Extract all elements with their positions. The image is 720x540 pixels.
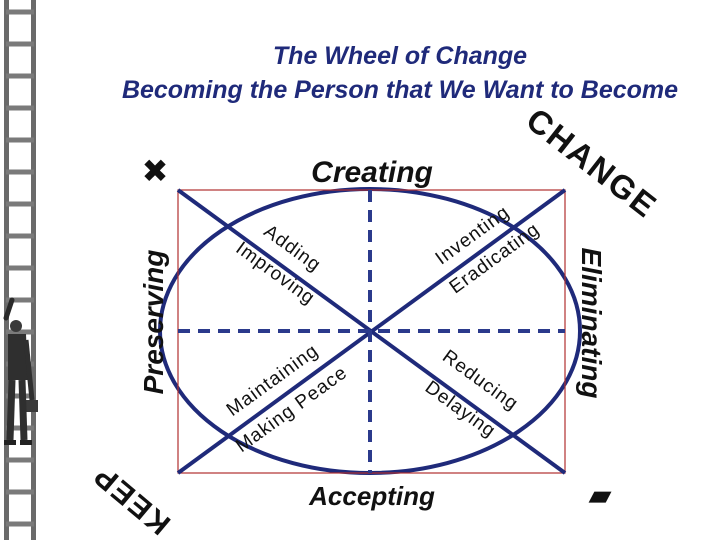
label-top: Creating bbox=[311, 156, 433, 189]
title-line-1: The Wheel of Change bbox=[272, 42, 528, 70]
label-keep: KEEP bbox=[87, 458, 177, 540]
label-left: Preserving bbox=[138, 250, 169, 395]
businessman-icon bbox=[3, 297, 38, 445]
ladder-icon bbox=[4, 0, 36, 540]
label-right: Eliminating bbox=[576, 248, 607, 399]
dashed-cross bbox=[178, 190, 565, 473]
title-line-2: Becoming the Person that We Want to Beco… bbox=[121, 76, 679, 104]
label-bottom: Accepting bbox=[308, 481, 435, 511]
x-mark-icon: ✖ bbox=[142, 152, 169, 190]
check-mark-icon: ▰ bbox=[588, 478, 611, 513]
